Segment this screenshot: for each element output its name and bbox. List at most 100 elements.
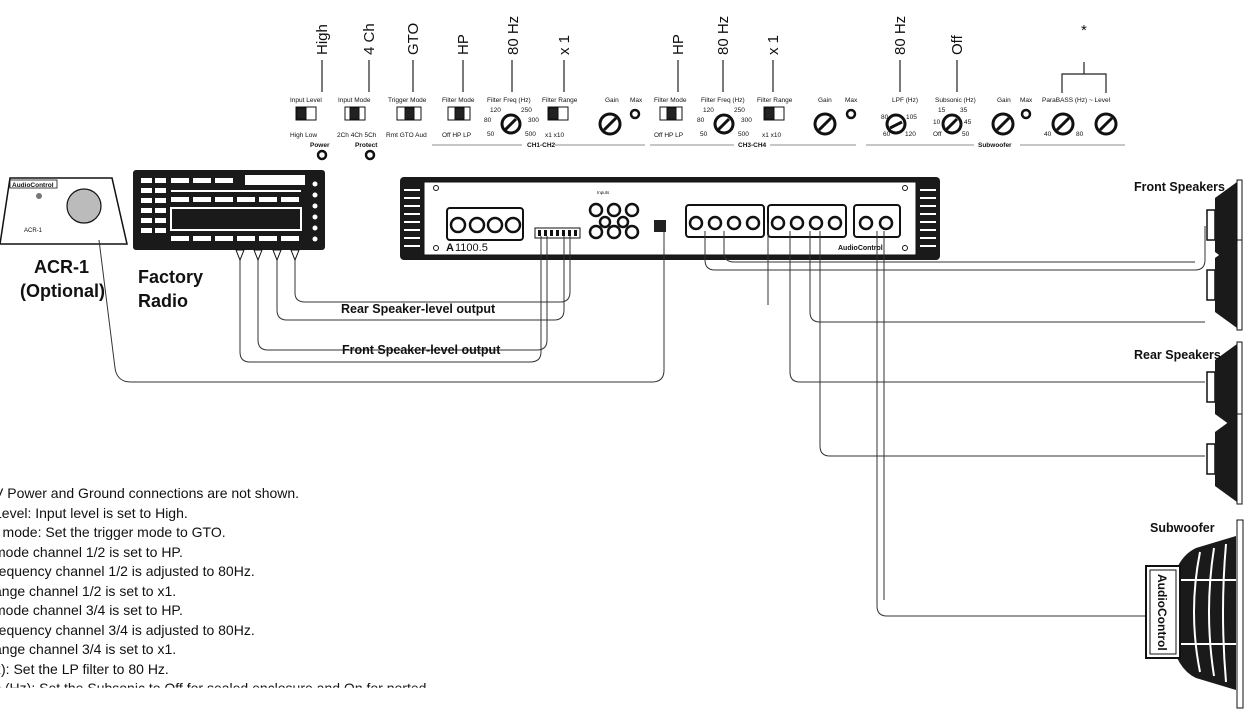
label-subwoofer: Subwoofer — [1150, 521, 1215, 535]
radio-label-2: Radio — [138, 291, 188, 311]
acr-brand: AudioControl — [12, 182, 54, 189]
note-3: r mode: Set the trigger mode to GTO. — [0, 524, 226, 540]
freq-lpf-60: 60 — [883, 131, 891, 138]
label-power: Power — [310, 142, 330, 149]
freq-b2-300: 300 — [741, 117, 752, 124]
freq-pb-80: 80 — [1076, 131, 1084, 138]
acr-1-remote: AudioControl ACR-1 — [0, 177, 128, 245]
opts-filter-range-34: x1 x10 — [762, 132, 782, 139]
label-filter-mode-34: Filter Mode — [654, 97, 687, 104]
freq-pb-40: 40 — [1044, 131, 1052, 138]
setting-filter-freq-34: 80 Hz — [715, 16, 732, 55]
freq-sub-45: 45 — [964, 119, 972, 126]
note-6: ange channel 1/2 is set to x1. — [0, 582, 177, 599]
callout-lines — [321, 60, 1107, 93]
rear-speaker-level-output: Rear Speaker-level output — [341, 302, 496, 316]
freq-b2-500: 500 — [738, 131, 749, 138]
opts-trigger-mode: Rmt GTO Aud — [386, 132, 427, 139]
note-5: requency channel 1/2 is adjusted to 80Hz… — [0, 563, 255, 579]
freq-a-300: 300 — [528, 117, 539, 124]
front-speaker-level-output: Front Speaker-level output — [342, 343, 501, 357]
opts-input-mode: 2Ch 4Ch 5Ch — [337, 132, 377, 139]
label-max-34: Max — [845, 97, 858, 104]
panel-switches — [295, 106, 785, 121]
note-2: Level: Input level is set to High. — [0, 504, 188, 521]
setting-lpf: 80 Hz — [892, 16, 909, 55]
top-setting-labels: High 4 Ch GTO HP 80 Hz x 1 HP 80 Hz x 1 … — [314, 16, 1087, 55]
setting-trigger-mode: GTO — [405, 23, 422, 55]
amp-inputs-label: Inputs — [597, 190, 610, 195]
label-filter-freq-12: Filter Freq (Hz) — [487, 97, 531, 104]
opts-filter-mode-12: Off HP LP — [442, 132, 471, 139]
label-protect: Protect — [355, 142, 378, 149]
note-7: mode channel 3/4 is set to HP. — [0, 602, 183, 618]
freq-lpf-80: 80 — [881, 114, 889, 121]
opts-filter-mode-34: Off HP LP — [654, 132, 683, 139]
opts-filter-range-12: x1 x10 — [545, 132, 565, 139]
label-input-level: Input Level — [290, 97, 322, 104]
label-max-12: Max — [630, 97, 643, 104]
label-filter-range-34: Filter Range — [757, 97, 793, 104]
note-8: requency channel 3/4 is adjusted to 80Hz… — [0, 621, 255, 638]
label-group-ch34: CH3-CH4 — [738, 142, 767, 149]
setting-star: * — [1081, 22, 1087, 39]
note-10: z): Set the LP filter to 80 Hz. — [0, 660, 169, 677]
label-rear-speakers: Rear Speakers — [1134, 348, 1221, 362]
label-group-sub: Subwoofer — [978, 142, 1012, 149]
freq-lpf-120: 120 — [905, 131, 916, 138]
setting-filter-freq-12: 80 Hz — [505, 16, 522, 55]
freq-b2-250: 250 — [734, 107, 745, 114]
setting-filter-range-12: x 1 — [556, 35, 573, 55]
label-subsonic: Subsonic (Hz) — [935, 97, 976, 104]
acr-label-1: ACR-1 — [34, 257, 89, 277]
label-filter-range-12: Filter Range — [542, 97, 578, 104]
sub-brand: AudioControl — [1155, 574, 1169, 651]
setting-subsonic: Off — [949, 34, 966, 55]
speaker-rear-2 — [1206, 413, 1243, 505]
label-gain-34: Gain — [818, 97, 832, 104]
freq-a-120: 120 — [490, 107, 501, 114]
factory-radio — [133, 170, 325, 250]
note-9: ange channel 3/4 is set to x1. — [0, 641, 177, 657]
panel-knobs — [500, 112, 1118, 136]
setting-filter-mode-34: HP — [670, 34, 687, 55]
label-filter-freq-34: Filter Freq (Hz) — [701, 97, 745, 104]
amp-model: 1100.5 — [455, 242, 488, 254]
label-group-ch12: CH1-CH2 — [527, 142, 556, 149]
acr-label-2: (Optional) — [20, 281, 105, 301]
setting-filter-mode-12: HP — [455, 34, 472, 55]
freq-a-250: 250 — [521, 107, 532, 114]
freq-sub-off: Off — [933, 131, 942, 138]
freq-a-80: 80 — [484, 117, 492, 124]
label-gain-sub: Gain — [997, 97, 1011, 104]
freq-sub-35: 35 — [960, 107, 968, 114]
wire-leads — [235, 249, 300, 262]
freq-a-500: 500 — [525, 131, 536, 138]
amplifier: Inputs A 1100.5 AudioControl — [400, 177, 940, 260]
freq-a-50: 50 — [487, 131, 495, 138]
control-panel: Input Level High Low Input Mode 2Ch 4Ch … — [290, 97, 1111, 149]
note-4: mode channel 1/2 is set to HP. — [0, 543, 183, 560]
label-parabass: ParaBASS (Hz) ~ Level — [1042, 97, 1111, 104]
amp-model-prefix: A — [446, 242, 454, 254]
freq-sub-15: 15 — [938, 107, 946, 114]
radio-label-1: Factory — [138, 267, 203, 287]
setting-filter-range-34: x 1 — [765, 35, 782, 55]
opts-input-level: High Low — [290, 132, 317, 139]
label-gain-12: Gain — [605, 97, 619, 104]
freq-b2-50: 50 — [700, 131, 708, 138]
label-filter-mode-12: Filter Mode — [442, 97, 475, 104]
panel-leds — [316, 108, 1032, 161]
label-trigger-mode: Trigger Mode — [388, 97, 427, 104]
wires — [98, 223, 1206, 617]
label-input-mode: Input Mode — [338, 97, 371, 104]
note-11: c (Hz): Set the Subsonic to Off for seal… — [0, 680, 427, 696]
note-1: V Power and Ground connections are not s… — [0, 485, 300, 501]
label-max-sub: Max — [1020, 97, 1033, 104]
freq-b2-120: 120 — [703, 107, 714, 114]
subwoofer: AudioControl — [1145, 519, 1244, 709]
freq-lpf-105: 105 — [906, 114, 917, 121]
amp-brand: AudioControl — [838, 245, 883, 252]
label-front-speakers: Front Speakers — [1134, 180, 1225, 194]
